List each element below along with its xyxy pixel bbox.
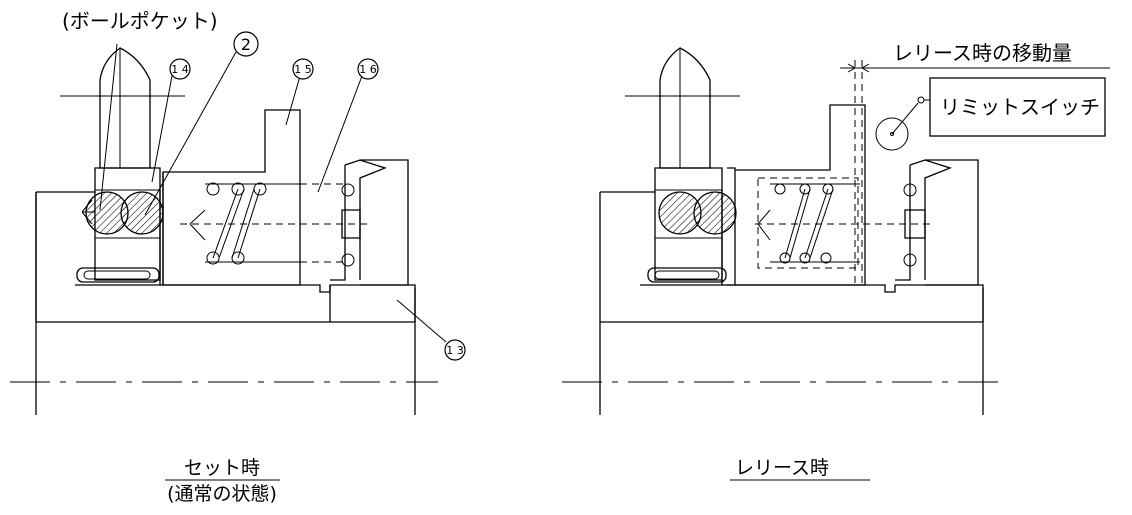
caption-set-state: セット時 bbox=[184, 457, 260, 479]
part-16-label: 1 6 bbox=[359, 63, 377, 76]
ball-4 bbox=[693, 191, 737, 235]
part-2-label: 2 bbox=[241, 35, 251, 54]
ball-2 bbox=[120, 191, 164, 235]
part-13-bubble: 1 3 bbox=[444, 339, 466, 361]
caption-normal-state: (通常の状態) bbox=[167, 483, 277, 505]
release-travel-label: レリース時の移動量 bbox=[893, 41, 1072, 65]
part-15-bubble: 1 5 bbox=[292, 58, 314, 80]
part-2-bubble: 2 bbox=[233, 31, 259, 57]
limit-switch-label: リミットスイッチ bbox=[940, 95, 1100, 119]
part-14-label: 1 4 bbox=[171, 63, 189, 76]
part-15-label: 1 5 bbox=[294, 63, 312, 76]
part-16-bubble: 1 6 bbox=[357, 58, 379, 80]
release-state-view bbox=[562, 47, 1110, 415]
part-13-label: 1 3 bbox=[446, 344, 464, 357]
ball-pocket-label: (ボールポケット) bbox=[62, 9, 218, 33]
limit-switch-box bbox=[929, 77, 1106, 137]
part-14-bubble: 1 4 bbox=[169, 58, 191, 80]
caption-release-state: レリース時 bbox=[735, 457, 829, 479]
set-state-view bbox=[10, 43, 447, 415]
